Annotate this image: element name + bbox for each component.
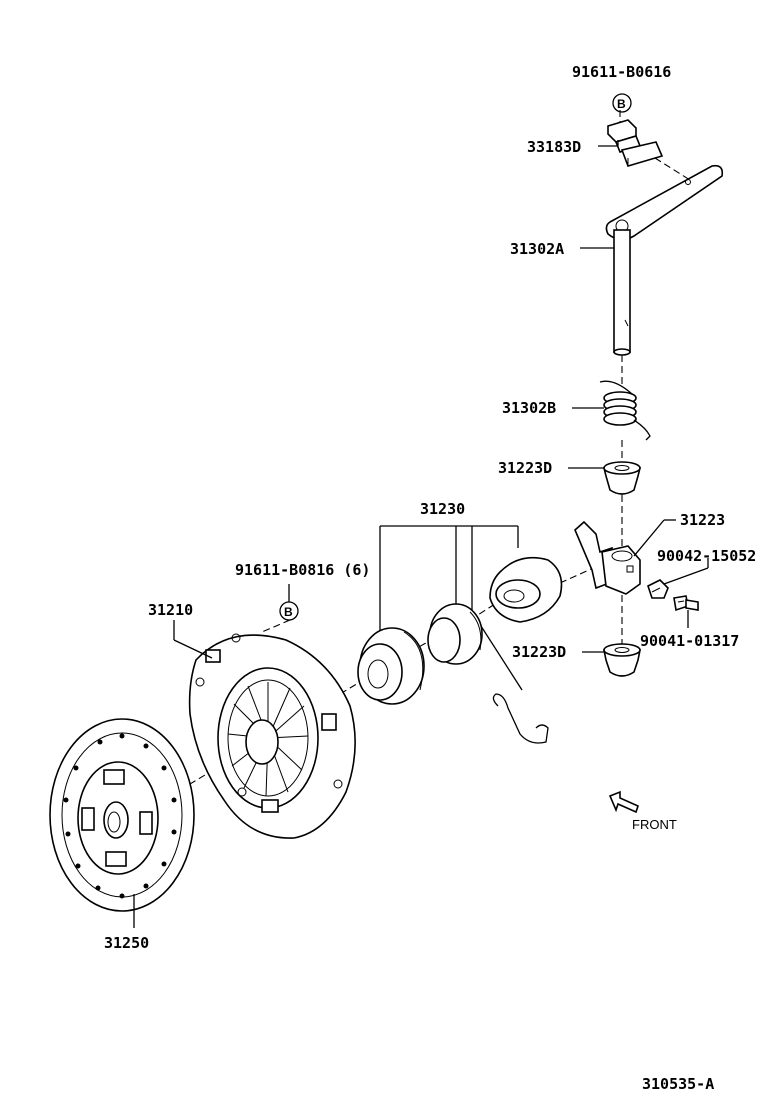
wire-clip-part [492,693,549,744]
front-arrow-icon [608,790,639,814]
bolt-top-group: B [612,93,632,113]
label-shaft: 31302A [510,240,564,258]
part-labels: 91611-B0616 33183D 31302A 31302B 31223D … [104,63,756,1093]
label-front: FRONT [632,817,677,832]
plate-part [607,119,664,167]
label-bush-upper: 31223D [498,459,552,477]
label-disc: 31250 [104,934,149,952]
disc-part [49,718,195,912]
hub-ring-part [427,603,483,665]
label-bush-lower: 31223D [512,643,566,661]
label-bearing-set: 31230 [420,500,465,518]
release-bearing-part [489,556,563,623]
marker-b-top [612,93,632,113]
spring-part [599,380,651,441]
label-plate: 33183D [527,138,581,156]
bush-upper-part [602,461,642,495]
fork-part [574,520,641,595]
label-bolt-fork: 90041-01317 [640,632,739,650]
label-cover: 31210 [148,601,193,619]
label-spring: 31302B [502,399,556,417]
marker-b-cover-text: B [284,605,293,619]
bearing-part [357,627,425,705]
clip-part [647,579,669,599]
label-clip: 90042-15052 [657,547,756,565]
shaft-part [605,164,724,356]
bolt-cover-group: B [279,601,299,621]
label-bolt-top: 91611-B0616 [572,63,671,81]
bush-lower-part [603,643,641,677]
label-fork: 31223 [680,511,725,529]
cover-part [188,633,356,839]
bolt-fork-part [673,595,699,612]
disc-rivets [63,733,177,899]
label-bolt-cover: 91611-B0816 (6) [235,561,370,579]
marker-b-top-text: B [617,97,626,111]
drawing-number: 310535-A [642,1075,714,1093]
